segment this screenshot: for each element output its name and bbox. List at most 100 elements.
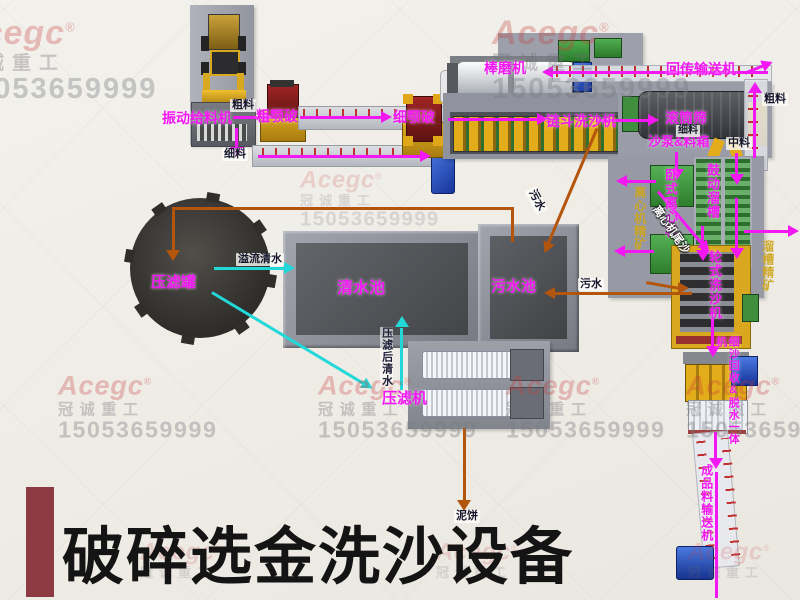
label-return-conveyor: 回传输送机 bbox=[666, 61, 736, 77]
arrow-right-icon bbox=[360, 377, 376, 394]
arrow-down-icon bbox=[709, 458, 723, 469]
flow-line bbox=[753, 92, 756, 158]
pipe-line bbox=[511, 208, 514, 242]
label-vibrating-feeder: 振动给料机 bbox=[162, 110, 232, 126]
label-fine-jaw-crusher: 细颚破 bbox=[393, 109, 435, 125]
fine-jaw-crusher-corner bbox=[403, 94, 413, 104]
wheel-loader-wheel bbox=[201, 36, 209, 51]
flow-line bbox=[622, 250, 654, 253]
wheel-washer-edge bbox=[676, 336, 742, 344]
label-drum-screen: 滚筒筛 bbox=[665, 110, 707, 126]
flow-line bbox=[675, 152, 678, 170]
label-sewage: 污水 bbox=[578, 278, 604, 291]
filter-press-plates bbox=[422, 389, 512, 417]
watermark-brand: Acegc® bbox=[0, 14, 76, 52]
title-accent-bar bbox=[26, 487, 54, 597]
fine-jaw-crusher-corner bbox=[433, 136, 443, 146]
watermark-reg: ® bbox=[762, 542, 771, 554]
flow-line bbox=[744, 230, 790, 233]
arrow-right-icon bbox=[420, 150, 431, 162]
arrow-left-icon bbox=[616, 175, 627, 187]
flow-line bbox=[550, 71, 768, 74]
label-product-conveyor: 成品料输送机 bbox=[699, 464, 714, 542]
arrow-right-icon bbox=[678, 282, 689, 294]
water-line bbox=[400, 328, 403, 390]
watermark-company: 冠诚重工 bbox=[58, 401, 145, 419]
vibrating-feeder-grate bbox=[197, 124, 247, 141]
filter-press-head bbox=[510, 349, 544, 381]
flow-line bbox=[597, 119, 649, 122]
label-chute-concentrate: 溜槽精矿 bbox=[760, 240, 775, 292]
water-line bbox=[214, 267, 286, 270]
conveyor-ticks bbox=[303, 109, 441, 119]
wheel-loader-engine bbox=[208, 14, 240, 50]
arrow-left-icon bbox=[544, 287, 555, 299]
watermark-phone: 15053659999 bbox=[58, 417, 218, 443]
clear-pool-water bbox=[296, 243, 468, 335]
wheel-loader-arm bbox=[203, 73, 210, 93]
conveyor-ticks bbox=[262, 148, 422, 158]
label-coarse-jaw-crusher: 粗颚破 bbox=[256, 108, 298, 124]
watermark-phone: 15053659999 bbox=[300, 207, 440, 231]
flow-line bbox=[448, 118, 538, 121]
label-fine-sand-recovery: 细沙回收&脱水一体机 bbox=[714, 336, 740, 445]
arrow-down-icon bbox=[706, 346, 720, 357]
watermark-reg: ® bbox=[771, 374, 781, 387]
flow-line bbox=[624, 180, 656, 183]
wheel-loader-cab bbox=[210, 50, 240, 76]
watermark-reg: ® bbox=[374, 170, 383, 182]
flow-line bbox=[235, 128, 238, 148]
label-horizontal-centrifuge: 卧式离心机 bbox=[662, 168, 678, 238]
filter-press-head bbox=[510, 387, 544, 419]
arrow-right-icon bbox=[788, 225, 799, 237]
arrow-right-icon bbox=[381, 111, 392, 123]
rod-mill-endcap bbox=[447, 63, 458, 97]
label-mud-cake: 泥饼 bbox=[454, 510, 480, 523]
fine-jaw-crusher-corner bbox=[403, 136, 413, 146]
label-sand-pump-box: 沙泵&料箱 bbox=[648, 134, 710, 149]
watermark: Acegc® 冠诚重工 15053659999 bbox=[300, 166, 440, 231]
watermark-reg: ® bbox=[143, 374, 153, 387]
watermark: Acegc® 冠诚重工 15053659999 bbox=[58, 370, 218, 443]
label-coarse-material: 粗料 bbox=[762, 93, 788, 106]
conveyor-base bbox=[676, 546, 714, 580]
fine-jaw-crusher-corner bbox=[433, 94, 443, 104]
pump bbox=[594, 38, 622, 58]
rod-mill-ring bbox=[508, 60, 514, 100]
flow-line bbox=[233, 116, 263, 119]
label-filtered-clear-water: 压滤后清水 bbox=[380, 327, 393, 387]
arrow-down-icon bbox=[730, 174, 744, 185]
recovery-pump bbox=[731, 356, 758, 386]
arrow-right-icon bbox=[284, 262, 295, 274]
watermark-company: 冠诚重工 bbox=[0, 52, 67, 74]
arrow-down-icon bbox=[696, 250, 710, 261]
arrow-down-icon bbox=[166, 250, 180, 261]
coarse-jaw-crusher-cap bbox=[270, 80, 294, 87]
pump bbox=[742, 294, 759, 322]
tank-lug bbox=[265, 273, 277, 289]
flow-line bbox=[258, 155, 422, 158]
tank-lug bbox=[180, 333, 196, 345]
label-medium-material: 中料 bbox=[726, 137, 752, 150]
watermark-brand: Acegc® bbox=[300, 166, 383, 194]
page-title: 破碎选金洗沙设备 bbox=[62, 524, 575, 592]
centrifuge bbox=[650, 165, 694, 207]
watermark-brand: Acegc® bbox=[58, 370, 153, 401]
arrow-left-icon bbox=[542, 66, 553, 78]
pipe-line bbox=[172, 210, 175, 252]
flow-line bbox=[735, 198, 738, 250]
label-overflow-clear-water: 溢流清水 bbox=[236, 253, 284, 266]
label-chain-bucket-washer: 链斗洗沙机 bbox=[546, 113, 616, 129]
label-sewage-pool: 污水池 bbox=[491, 278, 537, 295]
arrow-down-icon bbox=[457, 500, 471, 511]
arrow-down-icon bbox=[670, 169, 684, 180]
filter-press-plates bbox=[422, 351, 512, 379]
pipe-line bbox=[172, 207, 514, 210]
watermark: Acegc® 冠诚重工 15053659999 bbox=[0, 14, 157, 104]
wheel-loader-wheel bbox=[238, 36, 246, 51]
pipe-line bbox=[552, 292, 692, 295]
flow-line bbox=[735, 153, 738, 175]
pipe-line bbox=[463, 428, 466, 502]
arrow-down-icon bbox=[730, 248, 744, 259]
label-filter-tank: 压滤罐 bbox=[151, 274, 197, 291]
